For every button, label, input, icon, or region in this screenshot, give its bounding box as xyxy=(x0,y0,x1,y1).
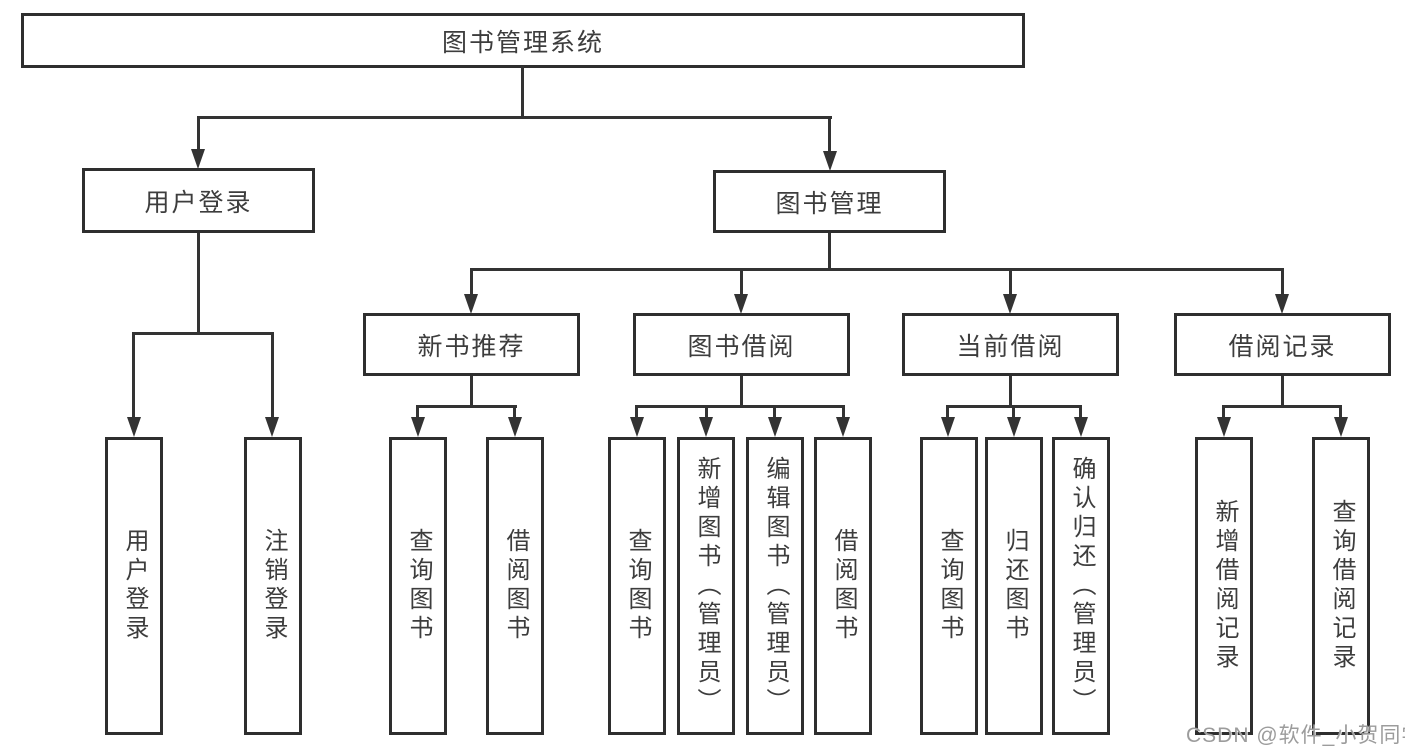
connector-line xyxy=(416,405,517,408)
arrow-down-icon xyxy=(508,417,522,437)
connector-line xyxy=(1281,268,1284,295)
leaf-label: 注销登录 xyxy=(260,528,287,644)
connector-line xyxy=(740,268,743,295)
leaf-add-books-admin: 新增图书（管理员） xyxy=(677,437,735,735)
leaf-return-books: 归还图书 xyxy=(985,437,1043,735)
node-label: 图书管理 xyxy=(775,189,884,218)
arrow-down-icon xyxy=(941,417,955,437)
connector-line xyxy=(773,405,776,419)
arrow-down-icon xyxy=(191,149,205,169)
arrow-down-icon xyxy=(1275,294,1289,314)
leaf-label: 借阅图书 xyxy=(502,528,529,644)
arrow-down-icon xyxy=(265,417,279,437)
leaf-query-books: 查询图书 xyxy=(920,437,978,735)
connector-line xyxy=(740,376,743,408)
connector-line xyxy=(513,405,516,419)
leaf-query-books: 查询图书 xyxy=(389,437,447,735)
connector-line xyxy=(1281,376,1284,408)
connector-line xyxy=(1012,405,1015,419)
arrow-down-icon xyxy=(630,417,644,437)
leaf-borrow-books: 借阅图书 xyxy=(814,437,872,735)
connector-line xyxy=(828,116,831,153)
connector-line xyxy=(197,116,832,119)
leaf-label: 查询借阅记录 xyxy=(1328,499,1355,673)
node-label: 图书借阅 xyxy=(687,332,796,361)
arrow-down-icon xyxy=(464,294,478,314)
node-label: 借阅记录 xyxy=(1228,332,1337,361)
connector-line xyxy=(271,332,274,419)
node-label: 用户登录 xyxy=(144,188,253,217)
arrow-down-icon xyxy=(1217,417,1231,437)
connector-line xyxy=(197,233,200,335)
node-book-management: 图书管理 xyxy=(713,170,946,233)
leaf-logout: 注销登录 xyxy=(244,437,302,735)
connector-line xyxy=(1079,405,1082,419)
connector-line xyxy=(635,405,638,419)
leaf-label: 新增借阅记录 xyxy=(1211,499,1238,673)
csdn-watermark: CSDN @软件_小贺同学 xyxy=(1186,724,1405,747)
leaf-confirm-return-admin: 确认归还（管理员） xyxy=(1052,437,1110,735)
leaf-label: 确认归还（管理员） xyxy=(1068,455,1095,717)
leaf-query-borrow-record: 查询借阅记录 xyxy=(1312,437,1370,735)
arrow-down-icon xyxy=(1007,417,1021,437)
connector-line xyxy=(1009,376,1012,408)
leaf-label: 用户登录 xyxy=(121,528,148,644)
connector-line xyxy=(470,376,473,408)
node-current-borrowing: 当前借阅 xyxy=(902,313,1119,376)
connector-line xyxy=(1009,268,1012,295)
connector-line xyxy=(946,405,949,419)
node-label: 图书管理系统 xyxy=(441,28,604,57)
arrow-down-icon xyxy=(127,417,141,437)
connector-line xyxy=(197,116,200,151)
connector-line xyxy=(470,268,473,295)
leaf-borrow-books: 借阅图书 xyxy=(486,437,544,735)
connector-line xyxy=(635,405,845,408)
leaf-label: 借阅图书 xyxy=(830,528,857,644)
arrow-down-icon xyxy=(411,417,425,437)
leaf-add-borrow-record: 新增借阅记录 xyxy=(1195,437,1253,735)
leaf-label: 查询图书 xyxy=(624,528,651,644)
node-library-management-system: 图书管理系统 xyxy=(21,13,1025,68)
arrow-down-icon xyxy=(1003,294,1017,314)
connector-line xyxy=(416,405,419,419)
leaf-label: 查询图书 xyxy=(405,528,432,644)
node-label: 当前借阅 xyxy=(956,332,1065,361)
arrow-down-icon xyxy=(699,417,713,437)
connector-line xyxy=(705,405,708,419)
leaf-edit-books-admin: 编辑图书（管理员） xyxy=(746,437,804,735)
arrow-down-icon xyxy=(823,151,837,171)
leaf-query-books: 查询图书 xyxy=(608,437,666,735)
arrow-down-icon xyxy=(1074,417,1088,437)
node-label: 新书推荐 xyxy=(417,332,526,361)
node-user-login: 用户登录 xyxy=(82,168,315,233)
leaf-label: 查询图书 xyxy=(936,528,963,644)
leaf-user-login: 用户登录 xyxy=(105,437,163,735)
node-book-borrowing: 图书借阅 xyxy=(633,313,850,376)
arrow-down-icon xyxy=(1334,417,1348,437)
arrow-down-icon xyxy=(768,417,782,437)
connector-line xyxy=(470,268,1284,271)
connector-line xyxy=(1339,405,1342,419)
connector-line xyxy=(521,66,524,118)
node-borrow-records: 借阅记录 xyxy=(1174,313,1391,376)
connector-line xyxy=(1222,405,1225,419)
arrow-down-icon xyxy=(734,294,748,314)
connector-line xyxy=(828,233,831,271)
connector-line xyxy=(132,332,135,419)
connector-line xyxy=(842,405,845,419)
leaf-label: 新增图书（管理员） xyxy=(693,455,720,717)
leaf-label: 编辑图书（管理员） xyxy=(762,455,789,717)
node-new-book-recommendation: 新书推荐 xyxy=(363,313,580,376)
connector-line xyxy=(132,332,274,335)
arrow-down-icon xyxy=(836,417,850,437)
leaf-label: 归还图书 xyxy=(1001,528,1028,644)
connector-line xyxy=(1222,405,1342,408)
